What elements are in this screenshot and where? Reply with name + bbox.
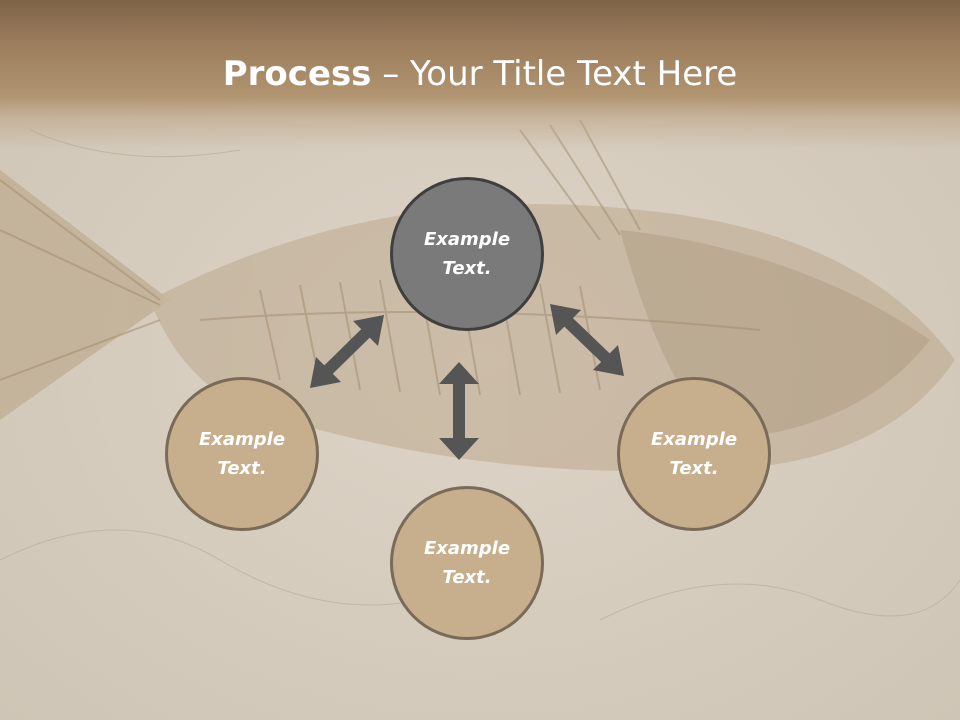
- process-node-top: Example Text.: [390, 177, 544, 331]
- node-left-line1: Example: [198, 429, 286, 450]
- node-left-text: Example Text.: [182, 425, 302, 483]
- node-right-line1: Example: [650, 429, 738, 450]
- title-bold-part: Process: [222, 54, 372, 94]
- node-top-line1: Example: [423, 229, 511, 250]
- node-right-text: Example Text.: [634, 425, 754, 483]
- node-bottom-line1: Example: [423, 538, 511, 559]
- node-left-line2: Text.: [217, 458, 267, 479]
- node-bottom-text: Example Text.: [407, 534, 527, 592]
- node-bottom-line2: Text.: [442, 567, 492, 588]
- node-right-line2: Text.: [669, 458, 719, 479]
- slide-title: Process – Your Title Text Here: [0, 52, 960, 96]
- process-node-left: Example Text.: [165, 377, 319, 531]
- arrow-top-left: [310, 315, 384, 388]
- process-node-right: Example Text.: [617, 377, 771, 531]
- title-band: [0, 0, 960, 150]
- arrow-vertical: [439, 362, 479, 460]
- title-rest-part: – Your Title Text Here: [371, 54, 738, 94]
- arrow-top-right: [550, 304, 624, 376]
- node-top-text: Example Text.: [407, 225, 527, 283]
- process-node-bottom: Example Text.: [390, 486, 544, 640]
- node-top-line2: Text.: [442, 258, 492, 279]
